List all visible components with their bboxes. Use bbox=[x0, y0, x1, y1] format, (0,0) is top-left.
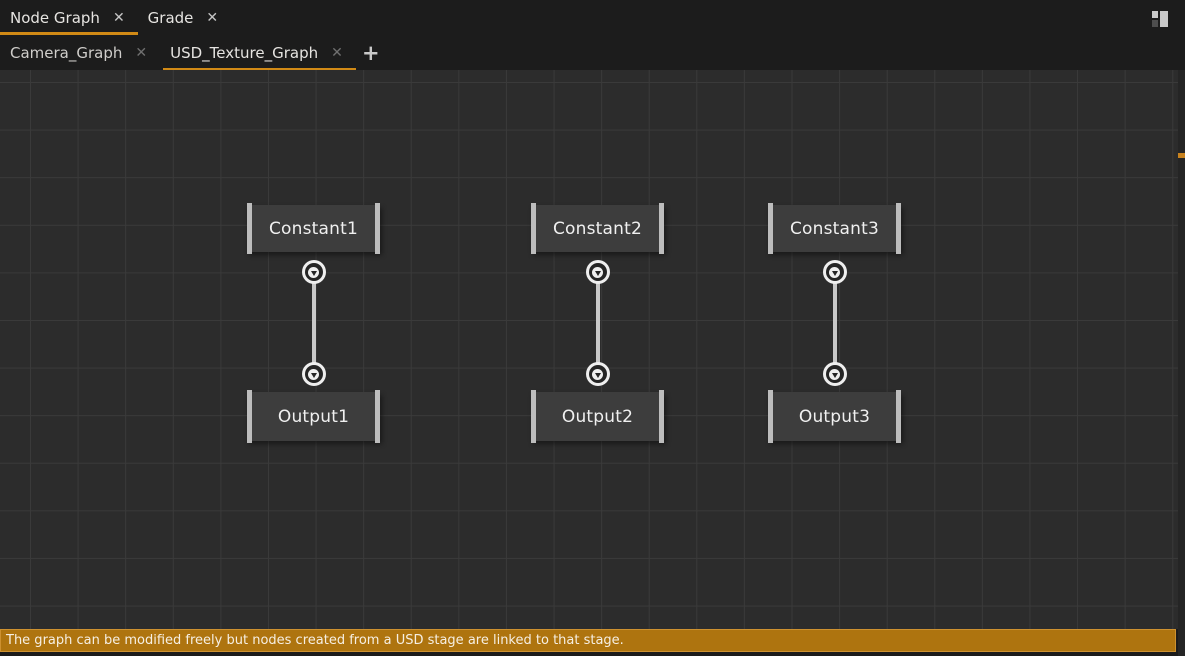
port-ring bbox=[304, 263, 323, 281]
node-input-port[interactable] bbox=[301, 362, 326, 386]
node-edge-bar bbox=[531, 203, 536, 254]
port-ring bbox=[825, 365, 844, 383]
close-icon[interactable]: ✕ bbox=[112, 9, 125, 26]
node-edge-bar bbox=[247, 203, 252, 254]
node-output-port[interactable] bbox=[585, 260, 610, 284]
node-input-port[interactable] bbox=[822, 362, 847, 386]
port-ring bbox=[588, 263, 607, 281]
port-disc bbox=[308, 266, 319, 278]
port-disc bbox=[308, 368, 319, 380]
node-label: Output1 bbox=[277, 406, 350, 427]
node-edge-bar bbox=[659, 203, 664, 254]
node-edge-bar bbox=[896, 390, 901, 443]
right-panel-edge bbox=[1178, 70, 1185, 656]
arrow-down-icon bbox=[831, 270, 838, 276]
graph-node-constant2[interactable]: Constant2 bbox=[531, 203, 664, 254]
status-bar: The graph can be modified freely but nod… bbox=[0, 629, 1176, 652]
node-edge-bar bbox=[768, 203, 773, 254]
port-ring bbox=[588, 365, 607, 383]
node-edge-bar bbox=[768, 390, 773, 443]
node-edge-bar bbox=[531, 390, 536, 443]
tab-camera-graph[interactable]: Camera_Graph ✕ bbox=[0, 35, 160, 70]
node-label: Output2 bbox=[561, 406, 634, 427]
connection-wire[interactable] bbox=[832, 272, 837, 374]
split-pane-layout-icon[interactable] bbox=[1152, 11, 1169, 27]
tab-grade-label: Grade bbox=[147, 8, 194, 27]
status-message: The graph can be modified freely but nod… bbox=[6, 633, 624, 648]
node-label: Output3 bbox=[798, 406, 871, 427]
graph-node-constant1[interactable]: Constant1 bbox=[247, 203, 380, 254]
node-label: Constant3 bbox=[789, 218, 880, 239]
tab-usd-texture-graph[interactable]: USD_Texture_Graph ✕ bbox=[160, 35, 356, 70]
tab-node-graph-label: Node Graph bbox=[10, 8, 100, 27]
node-edge-bar bbox=[896, 203, 901, 254]
new-graph-tab-button[interactable]: + bbox=[362, 40, 380, 65]
scroll-marker[interactable] bbox=[1178, 153, 1185, 158]
connection-wire[interactable] bbox=[311, 272, 316, 374]
port-disc bbox=[592, 368, 603, 380]
port-ring bbox=[304, 365, 323, 383]
tab-node-graph[interactable]: Node Graph ✕ bbox=[0, 0, 138, 35]
arrow-down-icon bbox=[310, 372, 317, 378]
port-disc bbox=[592, 266, 603, 278]
node-label: Constant1 bbox=[268, 218, 359, 239]
graph-node-constant3[interactable]: Constant3 bbox=[768, 203, 901, 254]
close-icon[interactable]: ✕ bbox=[331, 44, 343, 61]
node-input-port[interactable] bbox=[585, 362, 610, 386]
layout-icon-cell bbox=[1152, 11, 1158, 18]
graph-node-output2[interactable]: Output2 bbox=[531, 390, 664, 443]
arrow-down-icon bbox=[310, 270, 317, 276]
tab-usd-texture-graph-label: USD_Texture_Graph bbox=[170, 43, 319, 62]
connection-wire[interactable] bbox=[595, 272, 600, 374]
node-output-port[interactable] bbox=[301, 260, 326, 284]
arrow-down-icon bbox=[831, 372, 838, 378]
port-disc bbox=[829, 266, 840, 278]
graph-tab-bar: Camera_Graph ✕ USD_Texture_Graph ✕ + bbox=[0, 35, 1185, 70]
node-output-port[interactable] bbox=[822, 260, 847, 284]
port-disc bbox=[829, 368, 840, 380]
close-icon[interactable]: ✕ bbox=[206, 9, 219, 26]
panel-tab-bar: Node Graph ✕ Grade ✕ bbox=[0, 0, 1185, 35]
node-edge-bar bbox=[375, 390, 380, 443]
arrow-down-icon bbox=[594, 270, 601, 276]
node-edge-bar bbox=[247, 390, 252, 443]
node-edge-bar bbox=[375, 203, 380, 254]
layout-icon-cell bbox=[1160, 11, 1168, 27]
graph-node-output3[interactable]: Output3 bbox=[768, 390, 901, 443]
arrow-down-icon bbox=[594, 372, 601, 378]
port-ring bbox=[825, 263, 844, 281]
graph-node-output1[interactable]: Output1 bbox=[247, 390, 380, 443]
node-edge-bar bbox=[659, 390, 664, 443]
close-icon[interactable]: ✕ bbox=[135, 44, 148, 61]
tab-grade[interactable]: Grade ✕ bbox=[138, 0, 231, 35]
node-label: Constant2 bbox=[552, 218, 643, 239]
tab-camera-graph-label: Camera_Graph bbox=[10, 43, 123, 62]
layout-icon-cell bbox=[1152, 20, 1158, 27]
